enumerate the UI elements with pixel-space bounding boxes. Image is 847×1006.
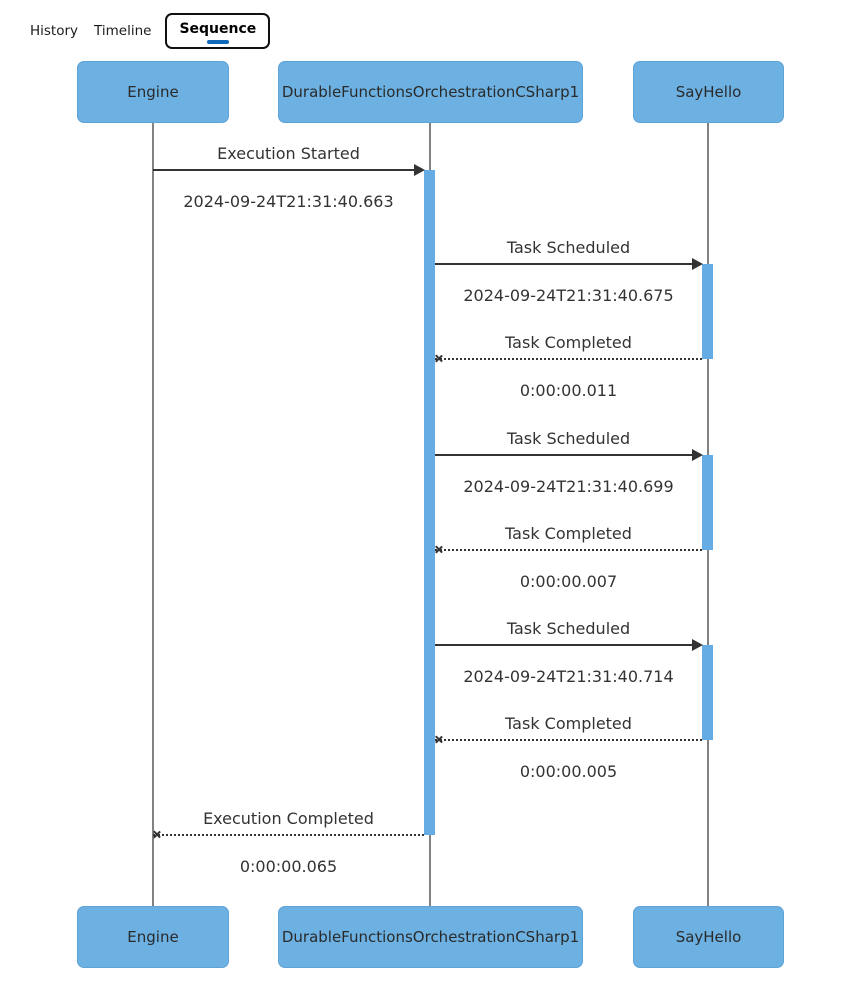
message-duration: 0:00:00.007: [519, 572, 618, 591]
message-arrow: [153, 169, 414, 171]
active-tab-underline-icon: [206, 40, 229, 44]
cross-marker-icon: [152, 830, 161, 839]
arrowhead-icon: [692, 639, 703, 651]
message-timestamp: 2024-09-24T21:31:40.675: [463, 286, 674, 305]
participant-box-sayhello-bottom: SayHello: [633, 906, 784, 968]
message-duration: 0:00:00.065: [239, 857, 338, 876]
message-timestamp: 2024-09-24T21:31:40.714: [463, 667, 674, 686]
cross-marker-icon: [434, 354, 443, 363]
message-duration: 0:00:00.005: [519, 762, 618, 781]
lifeline-engine: [152, 123, 154, 906]
arrowhead-icon: [414, 164, 425, 176]
message-return-arrow: [435, 739, 702, 741]
message-arrow: [435, 454, 692, 456]
message-timestamp: 2024-09-24T21:31:40.699: [463, 477, 674, 496]
activation-bar-orchestration: [424, 170, 435, 835]
tab-sequence[interactable]: Sequence: [165, 13, 271, 49]
message-label: Execution Completed: [203, 809, 374, 828]
message-timestamp: 2024-09-24T21:31:40.663: [183, 192, 394, 211]
tab-history[interactable]: History: [30, 23, 79, 39]
message-return-arrow: [435, 358, 702, 360]
participant-box-sayhello-top: SayHello: [633, 61, 784, 123]
message-label: Task Completed: [505, 524, 632, 543]
arrowhead-icon: [692, 449, 703, 461]
participant-box-engine-bottom: Engine: [77, 906, 229, 968]
participant-box-orchestration-top: DurableFunctionsOrchestrationCSharp1: [278, 61, 583, 123]
tab-bar: History Timeline Sequence: [28, 13, 271, 49]
tab-sequence-label: Sequence: [179, 21, 257, 37]
message-duration: 0:00:00.011: [519, 381, 618, 400]
participant-box-orchestration-bottom: DurableFunctionsOrchestrationCSharp1: [278, 906, 583, 968]
message-label: Task Completed: [505, 714, 632, 733]
message-return-arrow: [435, 549, 702, 551]
activation-bar-sayhello-1: [702, 264, 713, 359]
message-label: Task Scheduled: [506, 238, 631, 257]
cross-marker-icon: [434, 545, 443, 554]
message-label: Task Completed: [505, 333, 632, 352]
message-arrow: [435, 644, 692, 646]
message-label: Execution Started: [217, 144, 360, 163]
activation-bar-sayhello-2: [702, 455, 713, 550]
message-arrow: [435, 263, 692, 265]
participant-box-engine-top: Engine: [77, 61, 229, 123]
cross-marker-icon: [434, 735, 443, 744]
message-label: Task Scheduled: [506, 619, 631, 638]
tab-timeline[interactable]: Timeline: [94, 23, 152, 39]
message-label: Task Scheduled: [506, 429, 631, 448]
message-return-arrow: [153, 834, 424, 836]
activation-bar-sayhello-3: [702, 645, 713, 740]
arrowhead-icon: [692, 258, 703, 270]
